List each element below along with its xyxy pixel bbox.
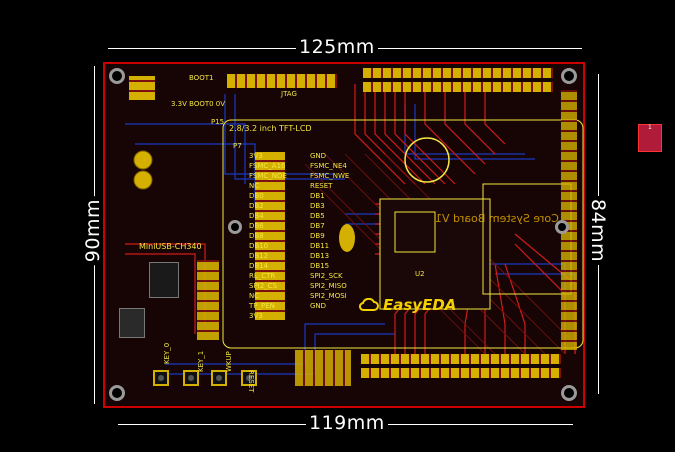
header-top-row xyxy=(363,68,553,78)
mini-usb-port xyxy=(119,308,145,338)
lcd-pin-label: DB3 xyxy=(310,202,325,210)
lcd-pin-label: RESET xyxy=(310,182,333,190)
pcb-board[interactable]: JTAG BOOT1 3.3V BOOT0 0V 2.8/3.2 inch TF… xyxy=(103,62,585,408)
lcd-pin-label: DB6 xyxy=(249,222,264,230)
header-bottom-row-2 xyxy=(361,368,561,378)
mount-hole-inner-right xyxy=(555,220,569,234)
lcd-pin-header xyxy=(255,152,285,320)
lcd-pin-label: DB5 xyxy=(310,212,325,220)
lcd-pin-label: DB15 xyxy=(310,262,330,270)
reset-label: RESET xyxy=(247,370,255,393)
ch340-chip xyxy=(149,262,179,298)
lcd-pin-label: FSMC_NOE xyxy=(249,172,287,180)
wkup-button[interactable] xyxy=(211,370,227,386)
lcd-pin-label: DB14 xyxy=(249,262,269,270)
thumbnail-label: 1 xyxy=(648,124,652,131)
lcd-pin-label: DB12 xyxy=(249,252,269,260)
wkup-label: WKUP xyxy=(225,351,233,372)
lcd-pin-label: DB2 xyxy=(249,202,264,210)
header-bottom-left xyxy=(295,350,351,386)
key1-button[interactable] xyxy=(183,370,199,386)
left-dimension-label: 90mm xyxy=(82,196,104,266)
p15-label: P15 xyxy=(211,118,225,126)
lcd-pin-label: FSMC_NWE xyxy=(310,172,350,180)
lcd-pin-label: GND xyxy=(310,152,327,160)
boot-label: BOOT1 xyxy=(189,74,214,82)
mount-hole-top-left xyxy=(109,68,125,84)
key0-button[interactable] xyxy=(153,370,169,386)
lcd-pin-label: DB1 xyxy=(310,192,325,200)
key1-label: KEY_1 xyxy=(197,350,205,372)
jtag-label: JTAG xyxy=(281,90,297,98)
right-edge-header xyxy=(561,90,577,350)
lcd-pin-label: TP_PEN xyxy=(249,302,275,310)
lcd-pin-label: FSMC_NE4 xyxy=(310,162,347,170)
lcd-pin-label: DB0 xyxy=(249,192,264,200)
lcd-pin-label: SPI2_MOSI xyxy=(310,292,347,300)
lcd-pin-label: NC xyxy=(249,182,260,190)
boot-header xyxy=(129,76,155,100)
lcd-pin-label: RL_CTR xyxy=(249,272,276,280)
lcd-pin-label: DB11 xyxy=(310,242,330,250)
mount-hole-top-right xyxy=(561,68,577,84)
layer-thumbnail[interactable]: 1 xyxy=(638,124,662,152)
p7-label: P7 xyxy=(233,142,242,150)
reset-button[interactable] xyxy=(241,370,257,386)
header-bottom-row xyxy=(361,354,561,364)
lcd-pin-label: DB10 xyxy=(249,242,269,250)
usb-label: MiniUSB-CH340 xyxy=(139,242,202,251)
mount-hole-bottom-right xyxy=(561,385,577,401)
lcd-pin-label: DB8 xyxy=(249,232,264,240)
logo-text: EasyEDA xyxy=(383,296,457,314)
easyeda-logo: EasyEDA xyxy=(359,296,456,314)
lcd-pin-label: SPI2_SCK xyxy=(310,272,343,280)
lcd-pin-label: DB13 xyxy=(310,252,330,260)
lcd-pin-label: DB9 xyxy=(310,232,325,240)
mount-hole-bottom-left xyxy=(109,385,125,401)
uart-header xyxy=(197,260,219,340)
lcd-pin-label: 3V3 xyxy=(249,152,263,160)
mount-hole-inner-left xyxy=(228,220,242,234)
lcd-pin-label: SPI2_CS xyxy=(249,282,278,290)
lcd-pin-label: DB7 xyxy=(310,222,325,230)
header-top-row-2 xyxy=(363,82,553,92)
right-dimension-label: 84mm xyxy=(587,196,609,266)
lcd-pin-label: NC xyxy=(249,292,260,300)
lcd-pin-label: FSMC_A16 xyxy=(249,162,286,170)
lcd-pin-label: GND xyxy=(310,302,327,310)
key0-label: KEY_0 xyxy=(163,342,171,364)
mcu-ref-label: U2 xyxy=(415,270,425,278)
lcd-pin-label: 3V3 xyxy=(249,312,263,320)
copper-traces xyxy=(125,84,584,375)
lcd-pin-label: DB4 xyxy=(249,212,264,220)
cloud-icon xyxy=(359,298,379,311)
top-dimension-label: 125mm xyxy=(296,36,378,58)
bottom-dimension-label: 119mm xyxy=(306,412,388,434)
lcd-pin-label: SPI2_MISO xyxy=(310,282,347,290)
lcd-label: 2.8/3.2 inch TFT-LCD xyxy=(229,124,312,133)
boot-pins-label: 3.3V BOOT0 0V xyxy=(171,100,226,108)
core-board-mirrored-text: Core System Board V1 xyxy=(435,212,559,225)
jtag-header xyxy=(227,74,337,88)
